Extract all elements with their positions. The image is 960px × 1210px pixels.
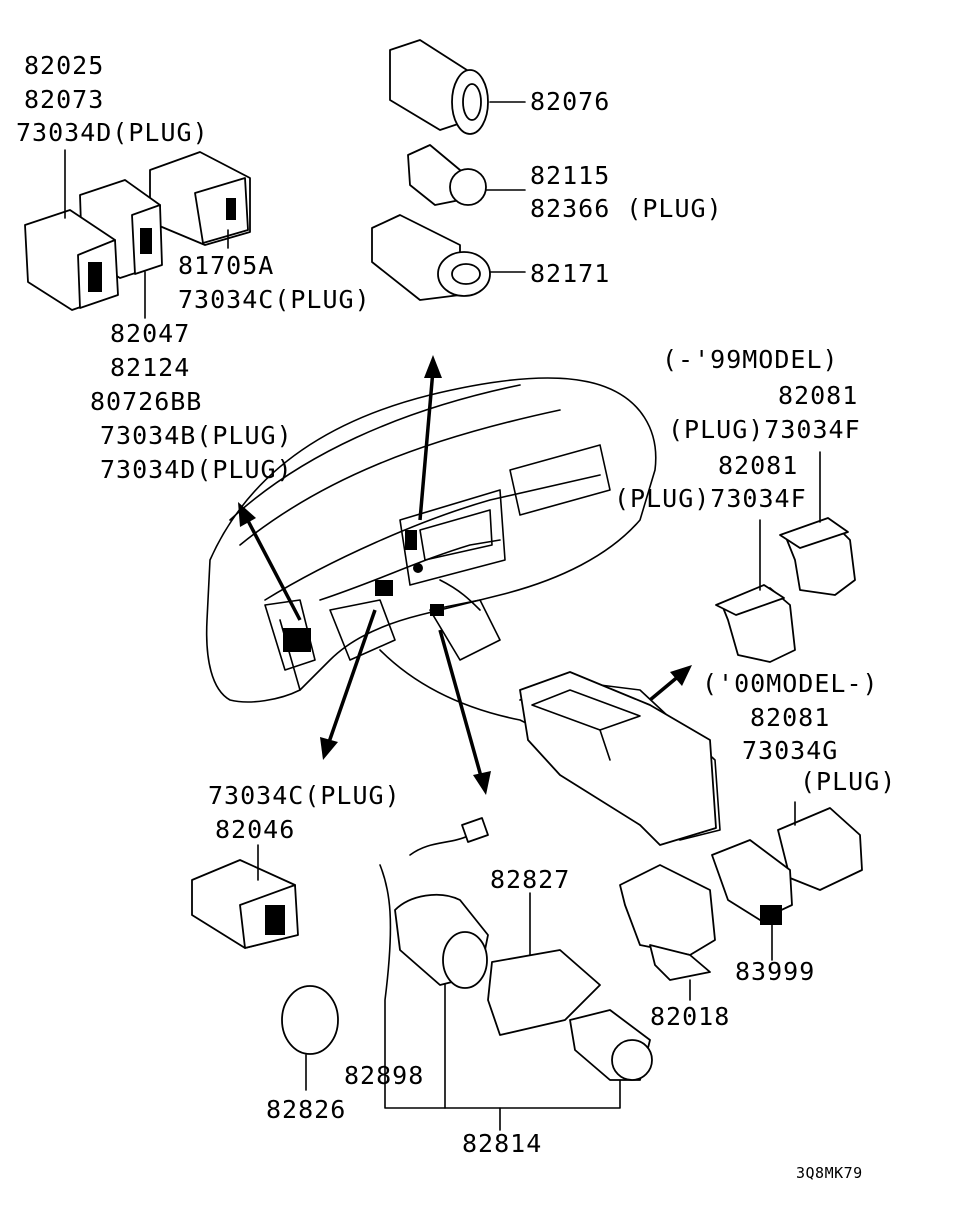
part-label-82081-a: 82081	[778, 381, 859, 410]
part-label-73034c-top: 73034C(PLUG)	[178, 285, 371, 314]
right-switches	[619, 451, 863, 1001]
part-label-82081-c: 82081	[750, 703, 831, 732]
dashboard-illustration	[205, 377, 721, 846]
part-label-82081-b: 82081	[718, 451, 799, 480]
part-label-plug-g: (PLUG)	[800, 767, 897, 796]
part-label-82047: 82047	[110, 319, 191, 348]
part-label-73034c-bottom: 73034C(PLUG)	[208, 781, 401, 810]
part-label-73034d-top: 73034D(PLUG)	[16, 118, 209, 147]
part-label-83999: 83999	[735, 957, 816, 986]
part-label-80726bb: 80726BB	[90, 387, 203, 416]
pointer-arrows	[238, 355, 692, 795]
part-label-73034g: 73034G	[742, 736, 839, 765]
part-label-82115: 82115	[530, 161, 611, 190]
part-label-82076: 82076	[530, 87, 611, 116]
part-label-82124: 82124	[110, 353, 191, 382]
part-label-82171: 82171	[530, 259, 611, 288]
part-label-82073: 82073	[24, 85, 105, 114]
part-label-81705a: 81705A	[178, 251, 275, 280]
lighter-assembly	[379, 817, 653, 1131]
part-label-82814: 82814	[462, 1129, 543, 1158]
part-label-82366: 82366 (PLUG)	[530, 194, 723, 223]
part-label-82826: 82826	[266, 1095, 347, 1124]
part-label-73034f-a: (PLUG)73034F	[668, 415, 861, 444]
part-label-73034b: 73034B(PLUG)	[100, 421, 293, 450]
upper-center-switches	[371, 39, 526, 301]
upper-left-switches	[24, 149, 251, 319]
part-label-82046: 82046	[215, 815, 296, 844]
part-label-82898: 82898	[344, 1061, 425, 1090]
diagram-code: 3Q8MK79	[796, 1164, 863, 1182]
part-label-99model: (-'99MODEL)	[662, 345, 839, 374]
part-label-73034f-b: (PLUG)73034F	[614, 484, 807, 513]
part-label-82827: 82827	[490, 865, 571, 894]
part-label-82025: 82025	[24, 51, 105, 80]
part-label-73034d-mid: 73034D(PLUG)	[100, 455, 293, 484]
part-label-00model: ('00MODEL-)	[702, 669, 879, 698]
part-label-82018: 82018	[650, 1002, 731, 1031]
lower-left-switch	[191, 844, 339, 1091]
